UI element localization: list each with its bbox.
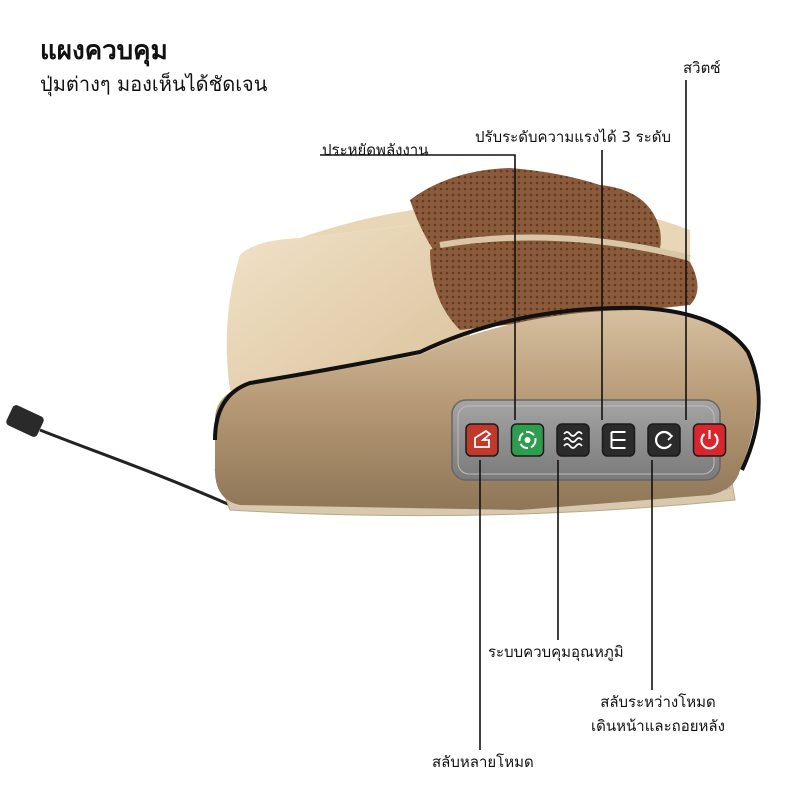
leader-lines bbox=[320, 80, 687, 750]
label-direction-line1: สลับระหว่างโหมด bbox=[600, 693, 716, 711]
piping-edge bbox=[213, 305, 761, 471]
mesh-node-front bbox=[430, 232, 698, 330]
label-energy-saving: ประหยัดพลังงาน bbox=[322, 141, 429, 159]
heat-waves-icon bbox=[563, 431, 583, 449]
page-title: แผงควบคุม bbox=[40, 36, 168, 66]
label-intensity: ปรับระดับความแรงได้ 3 ระดับ bbox=[475, 128, 672, 146]
label-multi-mode: สลับหลายโหมด bbox=[432, 753, 534, 771]
cushion-side bbox=[226, 222, 470, 402]
heat-button[interactable] bbox=[556, 423, 590, 457]
rotate-icon bbox=[654, 430, 674, 450]
page-subtitle: ปุ่มต่างๆ มองเห็นได้ชัดเจน bbox=[40, 72, 268, 96]
power-icon bbox=[700, 430, 719, 450]
power-cord bbox=[6, 405, 231, 507]
label-heat-control: ระบบควบคุมอุณหภูมิ bbox=[488, 643, 624, 661]
multi-mode-button[interactable] bbox=[465, 423, 499, 457]
label-power-switch: สวิตซ์ bbox=[683, 59, 721, 77]
power-button[interactable] bbox=[692, 423, 727, 457]
energy-saving-button[interactable] bbox=[510, 423, 545, 457]
leaf-recycle-icon bbox=[518, 431, 537, 449]
intensity-button[interactable] bbox=[601, 423, 636, 457]
hand-icon bbox=[474, 429, 492, 448]
levels-icon bbox=[610, 431, 626, 449]
label-direction-line2: เดินหน้าและถอยหลัง bbox=[591, 717, 725, 735]
direction-button[interactable] bbox=[647, 423, 681, 457]
